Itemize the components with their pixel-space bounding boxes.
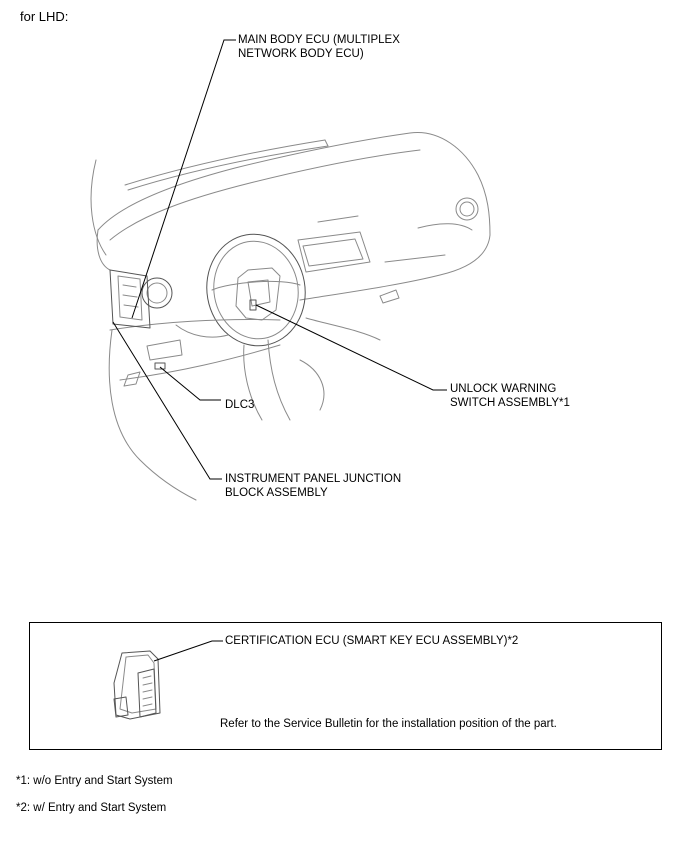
leader-unlock-warning xyxy=(255,304,447,391)
footnote-1: *1: w/o Entry and Start System xyxy=(16,775,173,787)
label-dlc3: DLC3 xyxy=(225,399,255,411)
variant-label: for LHD: xyxy=(20,9,69,24)
label-certification-ecu: CERTIFICATION ECU (SMART KEY ECU ASSEMBL… xyxy=(225,635,519,647)
certification-ecu-illustration xyxy=(113,640,223,720)
certification-ecu-panel: CERTIFICATION ECU (SMART KEY ECU ASSEMBL… xyxy=(29,622,662,750)
leader-main-body-ecu xyxy=(131,39,236,319)
label-main-body-ecu: MAIN BODY ECU (MULTIPLEX NETWORK BODY EC… xyxy=(238,34,400,60)
leader-dlc3 xyxy=(159,366,221,401)
footnote-2: *2: w/ Entry and Start System xyxy=(16,802,167,814)
refer-note: Refer to the Service Bulletin for the in… xyxy=(220,718,557,730)
label-ip-junction: INSTRUMENT PANEL JUNCTION BLOCK ASSEMBLY xyxy=(225,473,402,499)
label-unlock-warning: UNLOCK WARNING SWITCH ASSEMBLY*1 xyxy=(450,383,570,409)
leader-ip-junction xyxy=(112,321,222,480)
leader-certification-ecu xyxy=(153,640,223,662)
